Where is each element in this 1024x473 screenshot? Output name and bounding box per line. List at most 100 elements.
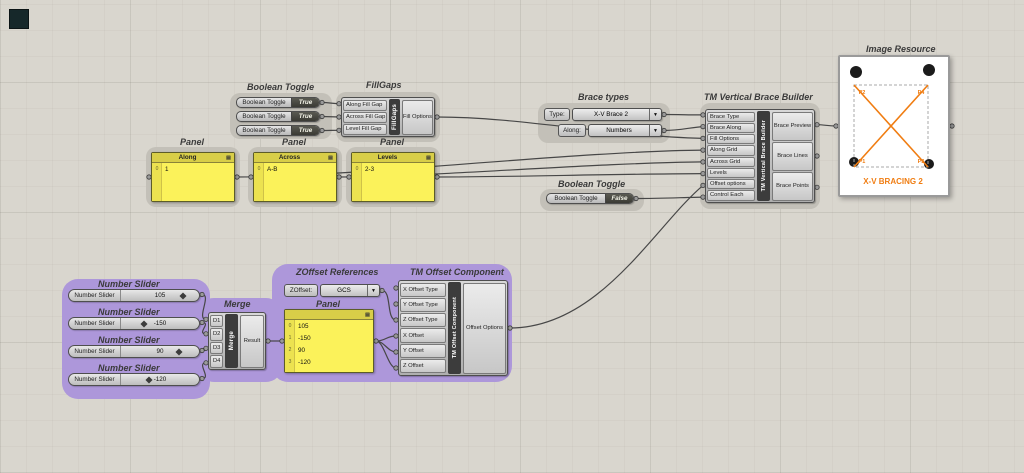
number-slider-1[interactable]: Number Slider 105 xyxy=(68,289,200,302)
dropdown-arrow-icon[interactable]: ▼ xyxy=(367,285,379,296)
port-nubs xyxy=(147,100,954,380)
zoffset-dropdown[interactable]: GCS ▼ xyxy=(320,284,380,297)
slider-grip[interactable] xyxy=(180,292,187,299)
zoffset-field-label: ZOffset: xyxy=(284,284,318,297)
input-x-offset[interactable]: X Offset xyxy=(400,328,446,342)
merge-outputs: Result xyxy=(239,313,265,369)
number-slider-2[interactable]: Number Slider -150 xyxy=(68,317,200,330)
input-offset-options[interactable]: Offset options xyxy=(707,179,755,189)
input-brace-type[interactable]: Brace Type xyxy=(707,112,755,122)
slider-track[interactable]: -120 xyxy=(121,374,199,385)
input-fill-options[interactable]: Fill Options xyxy=(707,134,755,144)
number-slider-4[interactable]: Number Slider -120 xyxy=(68,373,200,386)
toggle-value[interactable]: True xyxy=(291,98,319,107)
input-along-grid[interactable]: Along Grid xyxy=(707,145,755,155)
panel-header: Along ▤ xyxy=(152,153,234,163)
brace-diagram: P2 P4 P1 P3 X-V BRACING 2 xyxy=(840,57,948,195)
row-value: 1 xyxy=(162,166,169,173)
input-y-offset[interactable]: Y Offset xyxy=(400,344,446,358)
panel-menu-icon[interactable]: ▤ xyxy=(325,155,336,161)
slider-track[interactable]: 90 xyxy=(121,346,199,357)
panel-levels[interactable]: Levels ▤ 0 2-3 xyxy=(351,152,435,202)
input-d1[interactable]: D1 xyxy=(210,315,223,328)
input-along-fill-gap[interactable]: Along Fill Gap xyxy=(343,100,387,111)
panel-along[interactable]: Along ▤ 0 1 xyxy=(151,152,235,202)
toggle-value[interactable]: True xyxy=(291,126,319,135)
image-resource-card[interactable]: P2 P4 P1 P3 X-V BRACING 2 xyxy=(838,55,950,197)
input-y-offset-type[interactable]: Y Offset Type xyxy=(400,298,446,312)
slider-name: Number Slider xyxy=(69,290,121,301)
tm-brace-title: TM Vertical Brace Builder xyxy=(761,120,767,191)
output-brace-lines[interactable]: Brace Lines xyxy=(772,142,813,171)
fillgaps-component[interactable]: Along Fill Gap Across Fill Gap Level Fil… xyxy=(341,97,435,137)
panel-row: 0 1 xyxy=(152,163,234,175)
toggle-name: Boolean Toggle xyxy=(237,99,291,106)
input-levels[interactable]: Levels xyxy=(707,168,755,178)
boolean-toggle-2[interactable]: Boolean Toggle True xyxy=(236,111,320,122)
panel-header: Across ▤ xyxy=(254,153,336,163)
slider-track[interactable]: -150 xyxy=(121,318,199,329)
boolean-toggle-3[interactable]: Boolean Toggle True xyxy=(236,125,320,136)
slider-track[interactable]: 105 xyxy=(121,290,199,301)
group-label-tm-offset: TM Offset Component xyxy=(410,267,504,277)
panel-menu-icon[interactable]: ▤ xyxy=(223,155,234,161)
group-label-brace-types: Brace types xyxy=(578,92,629,102)
input-d4[interactable]: D4 xyxy=(210,355,223,368)
merge-component[interactable]: D1 D2 D3 D4 Merge Result xyxy=(208,312,266,370)
output-offset-options[interactable]: Offset Options xyxy=(463,283,506,374)
dropdown-value[interactable]: X-V Brace 2 xyxy=(573,111,649,118)
panel-offsets[interactable]: ▤ 0 105 1 -150 2 90 3 -120 xyxy=(284,309,374,373)
slider-grip[interactable] xyxy=(175,348,182,355)
slider-value: 90 xyxy=(156,348,163,355)
input-d3[interactable]: D3 xyxy=(210,342,223,355)
group-label-panel-levels: Panel xyxy=(380,137,404,147)
output-result[interactable]: Result xyxy=(240,315,264,368)
input-control-each[interactable]: Control Each xyxy=(707,190,755,200)
panel-row: 1 -150 xyxy=(285,332,373,344)
output-brace-preview[interactable]: Brace Preview xyxy=(772,112,813,141)
panel-body[interactable]: 0 105 1 -150 2 90 3 -120 xyxy=(285,320,373,372)
input-across-grid[interactable]: Across Grid xyxy=(707,157,755,167)
boolean-toggle-false[interactable]: Boolean Toggle False xyxy=(546,193,634,204)
panel-body[interactable]: 0 A-B xyxy=(254,163,336,201)
dropdown-arrow-icon[interactable]: ▼ xyxy=(649,125,661,136)
merge-title-bar[interactable]: Merge xyxy=(225,314,238,368)
slider-grip[interactable] xyxy=(141,320,148,327)
input-across-fill-gap[interactable]: Across Fill Gap xyxy=(343,112,387,123)
output-brace-points[interactable]: Brace Points xyxy=(772,172,813,201)
panel-menu-icon[interactable]: ▤ xyxy=(423,155,434,161)
slider-grip[interactable] xyxy=(146,376,153,383)
row-value: A-B xyxy=(264,166,278,173)
output-fill-options[interactable]: Fill Options xyxy=(402,100,433,135)
toggle-value[interactable]: False xyxy=(605,194,633,203)
dropdown-value[interactable]: GCS xyxy=(321,287,367,294)
toggle-value[interactable]: True xyxy=(291,112,319,121)
input-d2[interactable]: D2 xyxy=(210,328,223,341)
tm-brace-title-bar[interactable]: TM Vertical Brace Builder xyxy=(757,111,770,201)
input-x-offset-type[interactable]: X Offset Type xyxy=(400,283,446,297)
tm-offset-title-bar[interactable]: TM Offset Component xyxy=(448,282,461,374)
panel-across[interactable]: Across ▤ 0 A-B xyxy=(253,152,337,202)
panel-menu-icon[interactable]: ▤ xyxy=(362,312,373,318)
input-z-offset-type[interactable]: Z Offset Type xyxy=(400,313,446,327)
panel-row: 3 -120 xyxy=(285,356,373,368)
number-slider-3[interactable]: Number Slider 90 xyxy=(68,345,200,358)
tm-vertical-brace-builder-component[interactable]: Brace Type Brace Along Fill Options Alon… xyxy=(705,109,815,203)
fillgaps-title-bar[interactable]: FillGaps xyxy=(389,99,400,135)
tm-offset-component[interactable]: X Offset Type Y Offset Type Z Offset Typ… xyxy=(398,280,508,376)
row-value: 90 xyxy=(295,347,305,354)
input-brace-along[interactable]: Brace Along xyxy=(707,123,755,133)
image-caption: X-V BRACING 2 xyxy=(863,177,923,186)
boolean-toggle-1[interactable]: Boolean Toggle True xyxy=(236,97,320,108)
row-index: 2 xyxy=(285,347,295,353)
brace-type-dropdown[interactable]: X-V Brace 2 ▼ xyxy=(572,108,662,121)
input-level-fill-gap[interactable]: Level Fill Gap xyxy=(343,124,387,135)
dropdown-arrow-icon[interactable]: ▼ xyxy=(649,109,661,120)
group-label-tm-brace: TM Vertical Brace Builder xyxy=(704,92,813,102)
dropdown-value[interactable]: Numbers xyxy=(589,127,649,134)
brace-along-dropdown[interactable]: Numbers ▼ xyxy=(588,124,662,137)
input-z-offset[interactable]: Z Offset xyxy=(400,359,446,373)
panel-body[interactable]: 0 1 xyxy=(152,163,234,201)
panel-body[interactable]: 0 2-3 xyxy=(352,163,434,201)
